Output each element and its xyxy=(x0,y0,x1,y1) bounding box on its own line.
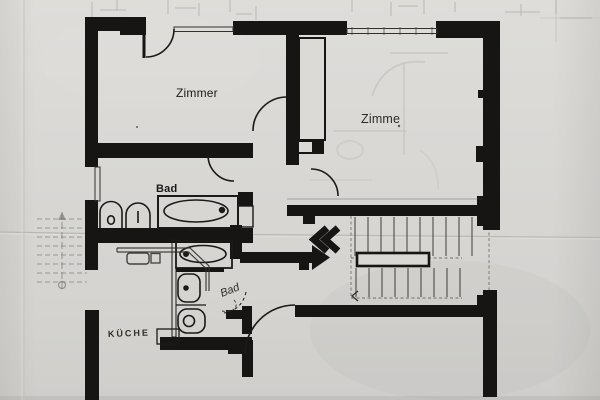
shower-tray xyxy=(156,328,180,345)
walls xyxy=(85,17,500,400)
wall-entry-step xyxy=(228,343,244,354)
wall-entry-jamb2 xyxy=(226,310,242,319)
stair-treads-lower xyxy=(355,268,461,297)
toilet-symbol xyxy=(99,200,123,228)
washbasin-symbol-2 xyxy=(177,273,201,303)
window-left-bath xyxy=(94,166,101,202)
doors xyxy=(142,27,339,356)
balcony-door-arc xyxy=(145,28,175,58)
wall-right-upper xyxy=(483,37,500,230)
bath-main-fixtures xyxy=(99,195,254,233)
entry-door-arc xyxy=(244,304,296,356)
wall-tub-jamb xyxy=(238,192,253,206)
room-right-door-arc xyxy=(310,168,339,197)
wall-kitchen-pillar xyxy=(85,310,99,400)
wall-hall-bottom xyxy=(295,305,483,317)
window-top-right xyxy=(346,28,438,34)
wall-middle-vertical xyxy=(286,33,299,165)
stair-treads-upper xyxy=(354,217,473,256)
labels: Zimmer Zimme Bad Bad KÜCHE xyxy=(108,86,400,339)
bath-main-door-arc xyxy=(207,154,235,182)
counter-inner-edge xyxy=(117,251,207,291)
double-chevron-icon-2 xyxy=(308,225,330,254)
bleed-through-marks xyxy=(136,0,600,191)
wall-top-b xyxy=(233,21,347,35)
entry-arrow-icon xyxy=(312,245,330,270)
kitchen-fixtures xyxy=(116,247,210,291)
wall-right-lower xyxy=(483,290,497,397)
wall-step xyxy=(303,216,315,224)
wall-hall-notch xyxy=(299,263,309,270)
bath-small-label-arrow xyxy=(221,299,237,312)
kitchen-label: KÜCHE xyxy=(108,328,150,339)
wall-right-tick xyxy=(478,90,483,98)
wall-bath2-right xyxy=(230,225,242,259)
construction-ticks xyxy=(91,0,592,20)
wall-top-a-lip xyxy=(120,27,146,35)
bath-small-thin-wall xyxy=(171,239,177,338)
window-hatch-ticks xyxy=(351,27,433,35)
duct-hole xyxy=(299,142,312,152)
wall-entry-jamb xyxy=(242,306,252,334)
stair-handrail xyxy=(355,251,431,268)
wall-right-bump xyxy=(476,146,483,162)
wall-top-c xyxy=(436,21,500,38)
room-right-label: Zimme xyxy=(361,112,400,126)
wall-hall-arrow-shaft xyxy=(240,252,312,263)
toilet-symbol-2 xyxy=(177,308,206,334)
kitchen-sink-drainer xyxy=(150,252,161,264)
step-direction-marker xyxy=(58,212,66,220)
bath-small-fixtures xyxy=(156,239,233,345)
kitchen-sink-symbol xyxy=(126,252,150,265)
divider-wall xyxy=(176,268,224,272)
shaft-box xyxy=(287,37,483,200)
entry-markers xyxy=(308,225,341,270)
room-left-door-arc xyxy=(252,96,288,132)
wall-left-upper xyxy=(85,17,98,167)
wall-duct-foot xyxy=(286,154,299,165)
bath-small-door-arc xyxy=(223,291,247,314)
stairwell xyxy=(350,216,490,302)
shelf-box xyxy=(237,205,254,228)
wall-right-lower-bump xyxy=(477,295,483,311)
stair-arrow xyxy=(351,290,359,302)
room-left-label: Zimmer xyxy=(176,86,218,100)
counter-outer-edge xyxy=(117,247,210,291)
washbasin-symbol xyxy=(125,202,151,228)
bath-main-label: Bad xyxy=(156,183,177,195)
wall-bath-bottom xyxy=(85,228,253,243)
wall-room-right-bottom xyxy=(287,205,483,216)
balcony-door-leaf xyxy=(142,27,146,58)
wall-entry-post xyxy=(242,340,253,377)
double-chevron-icon xyxy=(319,225,341,254)
wall-room-left-bottom xyxy=(98,143,253,158)
